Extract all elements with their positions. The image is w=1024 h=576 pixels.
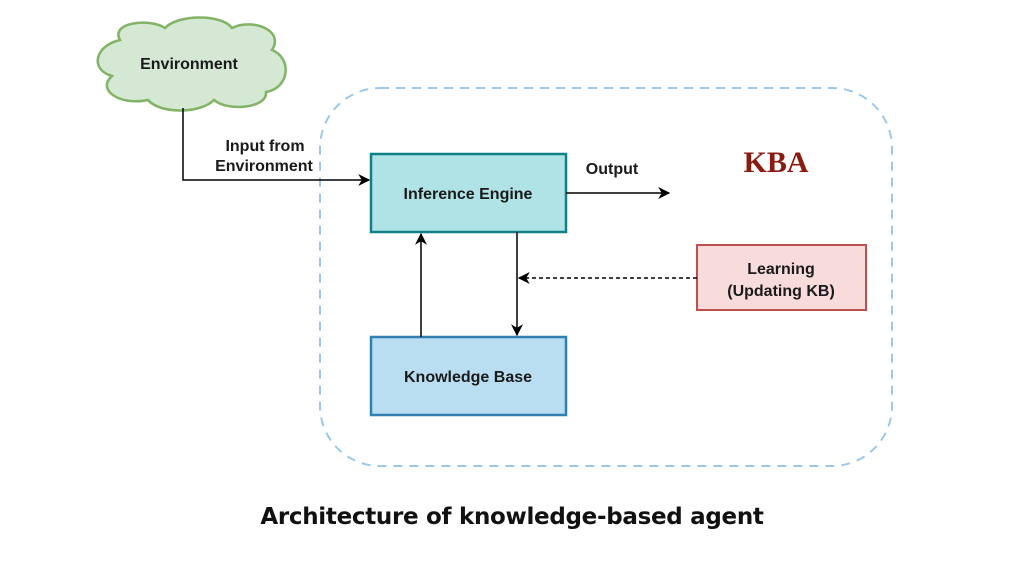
environment-cloud[interactable]: Environment <box>96 16 287 112</box>
learning-label-line2: (Updating KB) <box>727 283 835 300</box>
input-connector <box>182 108 371 186</box>
kba-title: KBA <box>743 146 808 179</box>
output-label: Output <box>586 161 639 178</box>
input-label-line2: Environment <box>215 158 313 175</box>
diagram-caption: Architecture of knowledge-based agent <box>260 504 764 530</box>
knowledge-base-box[interactable]: Knowledge Base <box>369 335 568 417</box>
inference-engine-box[interactable]: Inference Engine <box>369 152 568 234</box>
learning-label-line1: Learning <box>747 261 815 278</box>
inference-engine-label: Inference Engine <box>404 186 533 203</box>
knowledge-base-label: Knowledge Base <box>404 369 532 386</box>
environment-label: Environment <box>140 56 238 73</box>
learning-box[interactable]: Learning (Updating KB) <box>696 244 867 311</box>
kba-container <box>319 87 893 467</box>
input-label-line1: Input from <box>225 138 304 155</box>
cloud-icon <box>96 16 287 112</box>
